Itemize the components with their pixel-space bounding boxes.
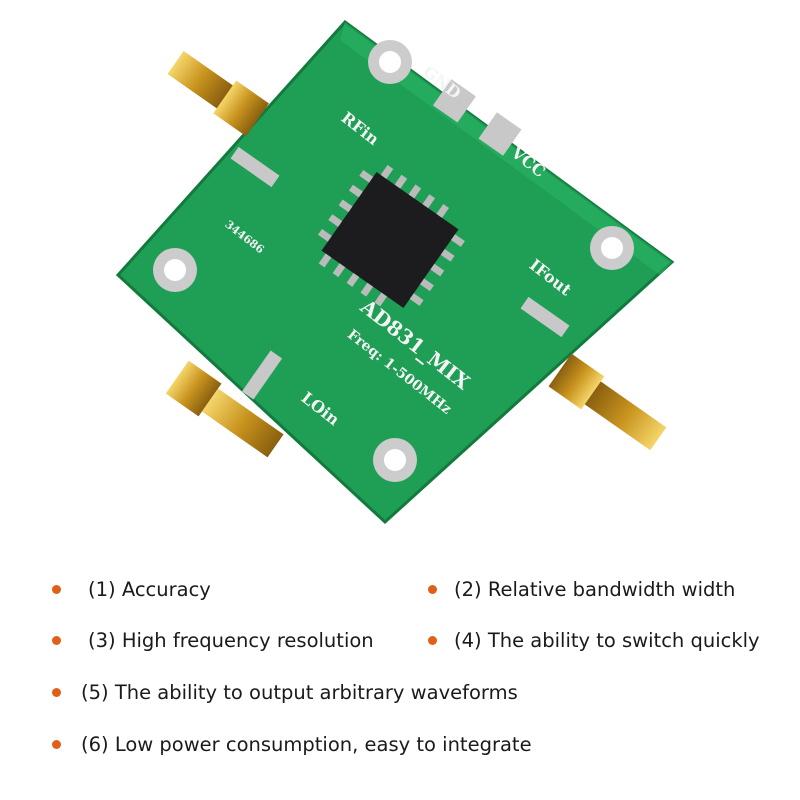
feature-label: (1) Accuracy — [88, 578, 211, 601]
bullet-icon — [52, 688, 61, 697]
ad831-mixer-board-photo: GND VCC RFin IFout LOin AD831_MIX Freq: … — [115, 19, 675, 525]
feature-4: (4) The ability to switch quickly — [428, 629, 760, 652]
feature-2: (2) Relative bandwidth width — [428, 578, 735, 601]
bullet-icon — [428, 585, 437, 594]
feature-label: (6) Low power consumption, easy to integ… — [81, 733, 532, 756]
sma-connector-if — [548, 353, 667, 451]
feature-1: (1) Accuracy — [52, 578, 211, 601]
sma-connector-rf — [167, 51, 270, 137]
feature-6: (6) Low power consumption, easy to integ… — [52, 733, 532, 756]
feature-label: (4) The ability to switch quickly — [454, 629, 760, 652]
feature-3: (3) High frequency resolution — [52, 629, 374, 652]
feature-label: (2) Relative bandwidth width — [454, 578, 736, 601]
bullet-icon — [52, 636, 61, 645]
sma-connector-lo — [165, 360, 284, 458]
pads — [230, 79, 570, 400]
bullet-icon — [52, 740, 61, 749]
mounting-holes — [153, 40, 634, 482]
feature-5: (5) The ability to output arbitrary wave… — [52, 681, 518, 704]
ic-chip — [317, 165, 465, 308]
bullet-icon — [428, 636, 437, 645]
feature-label: (3) High frequency resolution — [88, 629, 374, 652]
bullet-icon — [52, 585, 61, 594]
feature-label: (5) The ability to output arbitrary wave… — [81, 681, 518, 704]
